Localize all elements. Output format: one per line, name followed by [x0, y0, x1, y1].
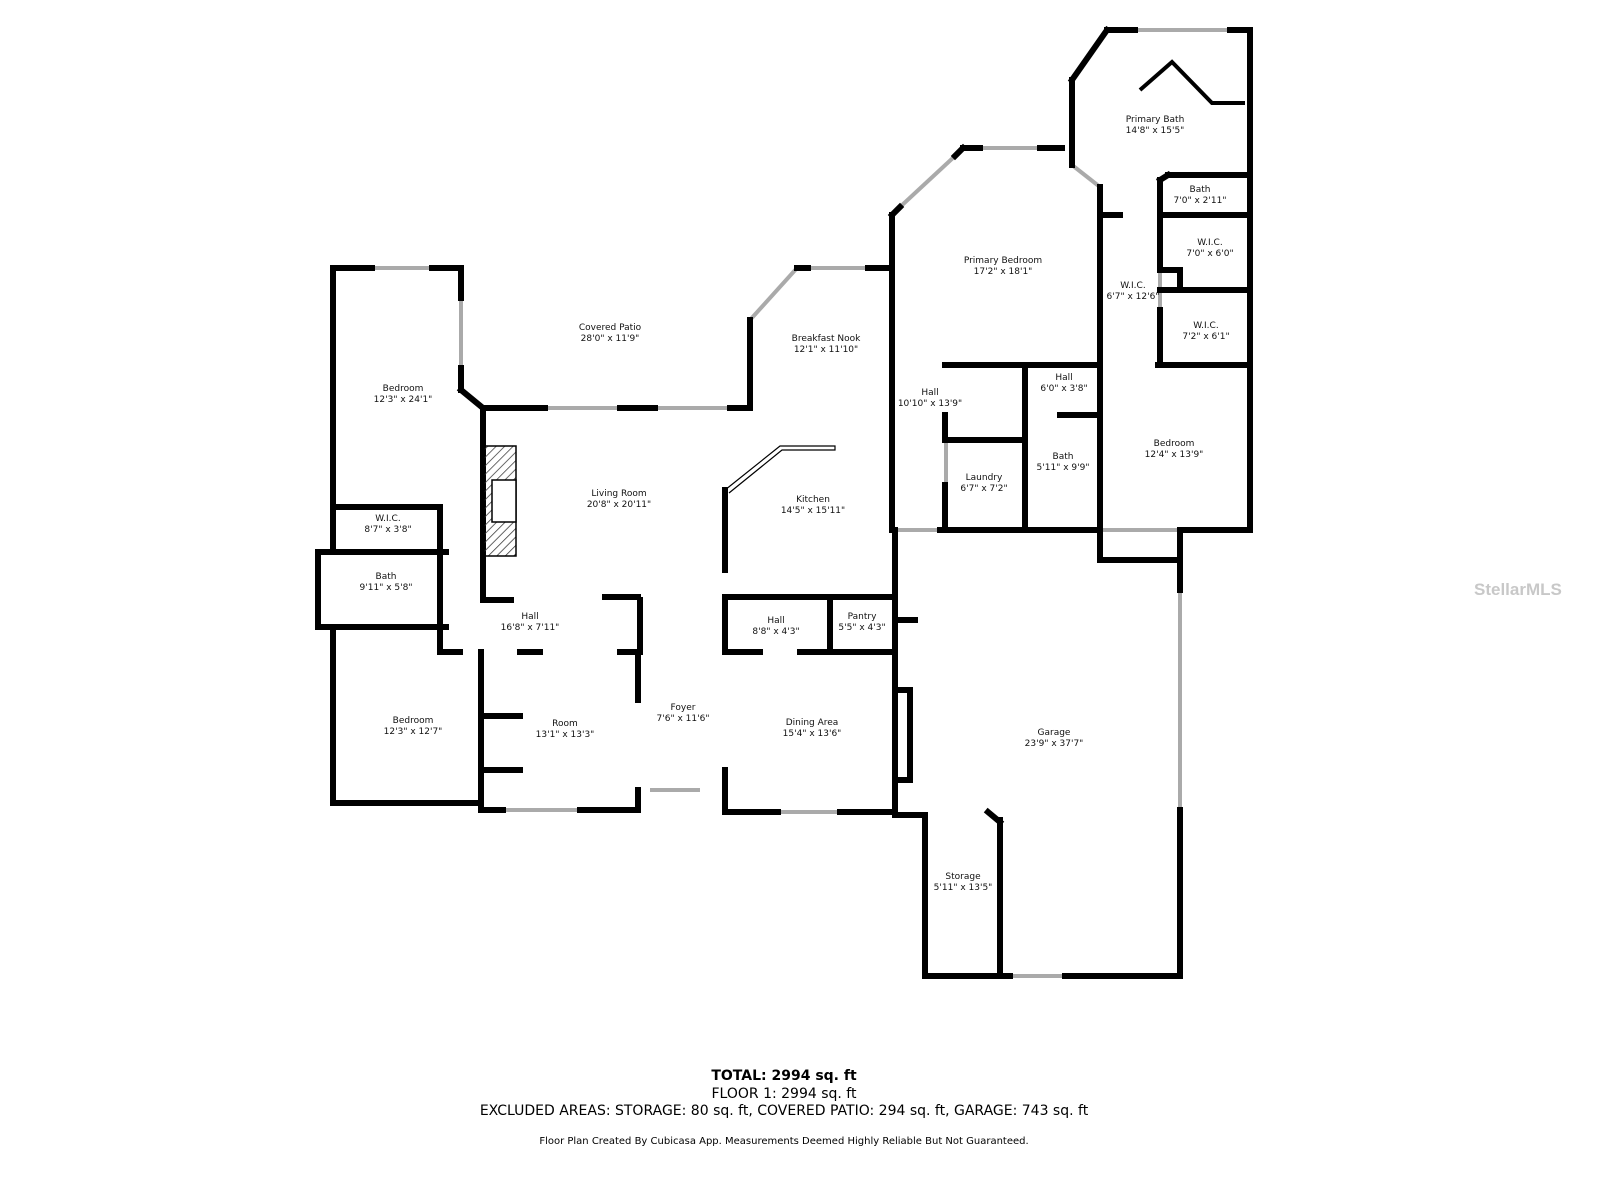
wall [456, 385, 488, 413]
room-name-bedroom: Bedroom [1154, 439, 1195, 449]
room-name-hall: Hall [921, 388, 938, 398]
room-name-storage: Storage [945, 872, 981, 882]
room-dimensions-w-i-c: 8'7" x 3'8" [364, 525, 411, 535]
room-name-w-i-c: W.I.C. [1193, 321, 1218, 331]
wall [983, 807, 1005, 827]
room-name-bedroom: Bedroom [393, 716, 434, 726]
room-name-pantry: Pantry [848, 612, 877, 622]
room-dimensions-w-i-c: 7'2" x 6'1" [1182, 332, 1229, 342]
room-name-bath: Bath [376, 572, 397, 582]
room-dimensions-w-i-c: 6'7" x 12'6" [1107, 292, 1160, 302]
room-dimensions-pantry: 5'5" x 4'3" [838, 623, 885, 633]
watermark: StellarMLS [1474, 580, 1562, 599]
windows [331, 28, 1252, 978]
room-dimensions-laundry: 6'7" x 7'2" [960, 484, 1007, 494]
room-name-hall: Hall [521, 612, 538, 622]
room-dimensions-w-i-c: 7'0" x 6'0" [1186, 249, 1233, 259]
room-dimensions-foyer: 7'6" x 11'6" [657, 714, 710, 724]
room-dimensions-dining-area: 15'4" x 13'6" [783, 729, 842, 739]
room-name-kitchen: Kitchen [796, 495, 830, 505]
room-dimensions-bedroom: 12'3" x 12'7" [384, 727, 443, 737]
room-name-bath: Bath [1053, 452, 1074, 462]
room-dimensions-storage: 5'11" x 13'5" [934, 883, 993, 893]
room-dimensions-hall: 16'8" x 7'11" [501, 623, 560, 633]
room-name-covered-patio: Covered Patio [579, 323, 642, 333]
wall [1067, 25, 1112, 85]
room-dimensions-kitchen: 14'5" x 15'11" [781, 506, 845, 516]
room-dimensions-living-room: 20'8" x 20'11" [587, 500, 651, 510]
room-dimensions-hall: 6'0" x 3'8" [1040, 384, 1087, 394]
room-dimensions-bedroom: 12'3" x 24'1" [374, 395, 433, 405]
room-dimensions-primary-bath: 14'8" x 15'5" [1126, 126, 1185, 136]
fireplace-hearth [491, 479, 517, 523]
room-name-primary-bedroom: Primary Bedroom [964, 256, 1042, 266]
total-area: TOTAL: 2994 sq. ft [711, 1068, 857, 1084]
window [1070, 163, 1102, 189]
room-name-hall: Hall [1055, 373, 1072, 383]
room-dimensions-covered-patio: 28'0" x 11'9" [581, 334, 640, 344]
room-name-foyer: Foyer [671, 703, 696, 713]
room-name-laundry: Laundry [966, 473, 1003, 483]
bathtub-outline [1138, 59, 1245, 105]
disclaimer: Floor Plan Created By Cubicasa App. Meas… [539, 1136, 1029, 1147]
room-dimensions-garage: 23'9" x 37'7" [1025, 739, 1084, 749]
room-name-bedroom: Bedroom [383, 384, 424, 394]
room-name-w-i-c: W.I.C. [1197, 238, 1222, 248]
window [898, 154, 957, 209]
room-name-room: Room [552, 719, 578, 729]
room-dimensions-bedroom: 12'4" x 13'9" [1145, 450, 1204, 460]
room-name-dining-area: Dining Area [786, 718, 839, 728]
room-name-bath: Bath [1190, 185, 1211, 195]
room-name-breakfast-nook: Breakfast Nook [792, 334, 861, 344]
room-dimensions-bath: 5'11" x 9'9" [1037, 463, 1090, 473]
room-name-garage: Garage [1038, 728, 1071, 738]
kitchen-counter [724, 445, 836, 494]
room-dimensions-bath: 7'0" x 2'11" [1174, 196, 1227, 206]
room-dimensions-breakfast-nook: 12'1" x 11'10" [794, 345, 858, 355]
room-dimensions-room: 13'1" x 13'3" [536, 730, 595, 740]
excluded-areas: EXCLUDED AREAS: STORAGE: 80 sq. ft, COVE… [479, 1103, 1089, 1119]
room-name-w-i-c: W.I.C. [375, 514, 400, 524]
wall [887, 202, 905, 220]
room-name-living-room: Living Room [591, 489, 646, 499]
room-name-hall: Hall [767, 616, 784, 626]
room-dimensions-hall: 8'8" x 4'3" [752, 627, 799, 637]
floor-1-area: FLOOR 1: 2994 sq. ft [711, 1086, 857, 1102]
room-dimensions-bath: 9'11" x 5'8" [360, 583, 413, 593]
room-dimensions-primary-bedroom: 17'2" x 18'1" [974, 267, 1033, 277]
room-dimensions-hall: 10'10" x 13'9" [898, 399, 962, 409]
room-name-primary-bath: Primary Bath [1126, 115, 1185, 125]
room-name-w-i-c: W.I.C. [1120, 281, 1145, 291]
walls [315, 25, 1253, 979]
window [748, 266, 799, 322]
